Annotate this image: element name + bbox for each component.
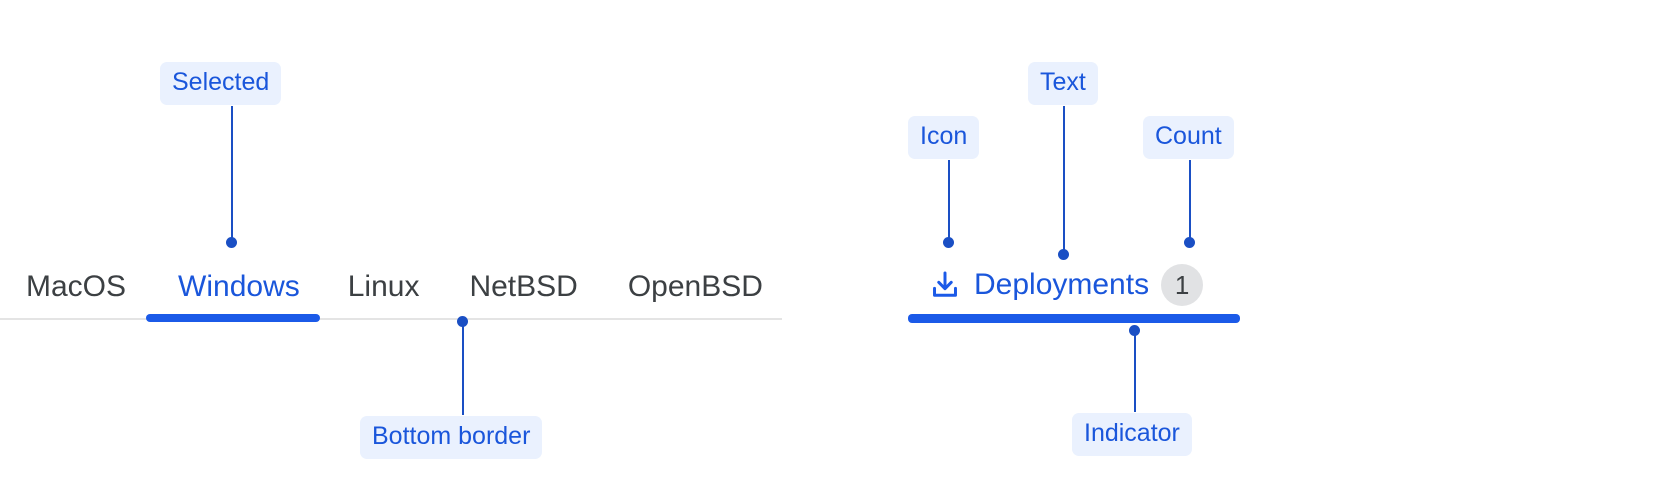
annotation-leader-text bbox=[1063, 106, 1065, 252]
tab-linux[interactable]: Linux bbox=[347, 270, 420, 303]
annotation-label-selected: Selected bbox=[160, 62, 282, 105]
tab-openbsd[interactable]: OpenBSD bbox=[627, 270, 763, 303]
deployments-count-badge: 1 bbox=[1161, 264, 1204, 306]
annotation-leader-bottom-border bbox=[462, 321, 464, 415]
tab-macos[interactable]: MacOS bbox=[26, 270, 127, 303]
download-icon bbox=[928, 268, 962, 302]
left-tab-strip: MacOS Windows Linux NetBSD OpenBSD bbox=[0, 264, 782, 326]
annotation-label-text: Text bbox=[1028, 62, 1098, 105]
annotation-label-indicator: Indicator bbox=[1072, 413, 1192, 456]
annotation-endpoint-text bbox=[1058, 249, 1069, 260]
annotation-leader-icon bbox=[948, 160, 950, 240]
annotation-label-bottom-border: Bottom border bbox=[360, 416, 543, 459]
tab-windows[interactable]: Windows bbox=[178, 270, 300, 303]
annotation-leader-count bbox=[1189, 160, 1191, 240]
active-tab-indicator bbox=[146, 314, 320, 322]
annotation-leader-selected bbox=[231, 106, 233, 240]
annotation-endpoint-icon bbox=[943, 237, 954, 248]
tab-list: MacOS Windows Linux NetBSD OpenBSD bbox=[26, 264, 763, 302]
deployments-tab[interactable]: Deployments 1 bbox=[908, 264, 1240, 326]
deployments-tab-content: Deployments 1 bbox=[928, 264, 1204, 306]
annotation-label-count: Count bbox=[1143, 116, 1234, 159]
deployments-active-indicator bbox=[908, 314, 1240, 323]
tab-netbsd[interactable]: NetBSD bbox=[469, 270, 578, 303]
tabstrip-bottom-rule bbox=[0, 318, 782, 320]
deployments-tab-label: Deployments bbox=[974, 268, 1150, 301]
annotation-leader-indicator bbox=[1134, 330, 1136, 412]
annotation-endpoint-count bbox=[1184, 237, 1195, 248]
annotation-endpoint-selected bbox=[226, 237, 237, 248]
annotation-label-icon: Icon bbox=[908, 116, 980, 159]
